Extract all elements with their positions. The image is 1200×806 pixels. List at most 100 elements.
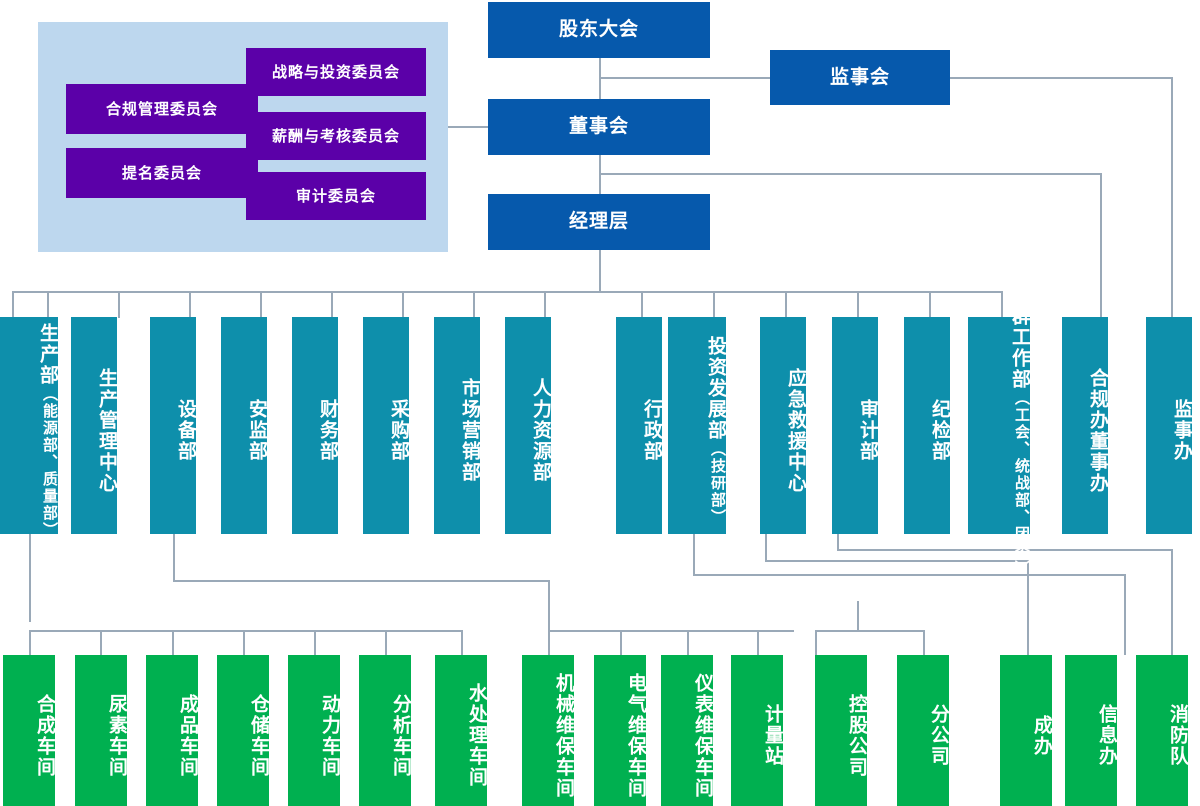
workshop-analysis-label: 分析车间 xyxy=(390,693,412,778)
dept-compliance-board-office[interactable]: 合规办董事办 xyxy=(1062,317,1109,534)
workshop-electrical-maintenance[interactable]: 电气维保车间 xyxy=(594,655,647,806)
dept-investment-development[interactable]: 投资发展部 （技研部） xyxy=(668,317,727,534)
connector-equipment-drop xyxy=(548,580,550,630)
dept-party-mass-work-sub: （工会、统战部、团委） xyxy=(1013,389,1031,577)
drop-dept-7 xyxy=(473,291,475,318)
dept-discipline-inspection[interactable]: 纪检部 xyxy=(904,317,951,534)
dept-production-sub: （能源部、质量部） xyxy=(41,385,59,539)
dept-supervisor-office-label: 监事办 xyxy=(1171,399,1193,462)
workshop-fire-brigade-label: 消防队 xyxy=(1167,704,1189,767)
connector-board-supervisors xyxy=(599,77,771,79)
workshop-cheng-office[interactable]: 成办 xyxy=(1000,655,1053,806)
drop-ws-8 xyxy=(620,630,622,655)
dept-audit-label: 审计部 xyxy=(857,399,879,462)
dept-administration[interactable]: 行政部 xyxy=(616,317,663,534)
dept-party-mass-work[interactable]: 党群工作部 （工会、统战部、团委） xyxy=(968,285,1031,577)
drop-dept-0 xyxy=(12,291,14,318)
connector-supervisors-right xyxy=(950,77,1173,79)
drop-ws-10 xyxy=(757,630,759,655)
drop-ws-2 xyxy=(172,630,174,655)
department-bus xyxy=(12,291,1003,293)
workshop-warehousing[interactable]: 仓储车间 xyxy=(217,655,270,806)
connector-emergency-down xyxy=(837,534,839,551)
workshop-holding-company[interactable]: 控股公司 xyxy=(815,655,868,806)
workshop-mechanical-maintenance-label: 机械维保车间 xyxy=(553,672,575,799)
connector-production-down xyxy=(29,534,31,622)
connector-subsidiary-stem xyxy=(857,601,859,630)
workshop-finished-product[interactable]: 成品车间 xyxy=(146,655,199,806)
node-board-of-supervisors[interactable]: 监事会 xyxy=(770,50,950,105)
dept-production-management-center-label: 生产管理中心 xyxy=(96,367,118,494)
dept-safety-supervision[interactable]: 安监部 xyxy=(221,317,268,534)
drop-dept-5 xyxy=(331,291,333,318)
drop-dept-12 xyxy=(857,291,859,318)
dept-administration-label: 行政部 xyxy=(641,399,663,462)
dept-marketing[interactable]: 市场营销部 xyxy=(434,317,481,534)
workshop-bus-production xyxy=(29,630,463,632)
node-board-of-directors[interactable]: 董事会 xyxy=(488,99,710,155)
committee-audit[interactable]: 审计委员会 xyxy=(246,172,426,220)
dept-finance[interactable]: 财务部 xyxy=(292,317,339,534)
dept-investment-development-label: 投资发展部 xyxy=(705,335,727,441)
connector-committees-board xyxy=(426,126,488,128)
workshop-information-office[interactable]: 信息办 xyxy=(1065,655,1118,806)
drop-ws-4 xyxy=(314,630,316,655)
drop-dept-8 xyxy=(544,291,546,318)
drop-dept-6 xyxy=(402,291,404,318)
drop-ws-5 xyxy=(385,630,387,655)
drop-dept-supervisor-office xyxy=(1171,291,1173,318)
dept-investment-development-sub: （技研部） xyxy=(709,440,727,526)
connector-board-management xyxy=(599,155,601,197)
drop-ws-11 xyxy=(815,630,817,655)
drop-ws-3 xyxy=(243,630,245,655)
workshop-analysis[interactable]: 分析车间 xyxy=(359,655,412,806)
dept-production[interactable]: 生产部 （能源部、质量部） xyxy=(0,317,59,539)
workshop-branch-company[interactable]: 分公司 xyxy=(897,655,950,806)
dept-supervisor-office[interactable]: 监事办 xyxy=(1146,317,1193,534)
drop-ws-1 xyxy=(100,630,102,655)
connector-board-compliance-down xyxy=(1100,173,1102,317)
workshop-holding-company-label: 控股公司 xyxy=(846,693,868,778)
workshop-mechanical-maintenance[interactable]: 机械维保车间 xyxy=(522,655,575,806)
dept-procurement-label: 采购部 xyxy=(388,399,410,462)
workshop-instrument-maintenance[interactable]: 仪表维保车间 xyxy=(661,655,714,806)
workshop-fire-brigade[interactable]: 消防队 xyxy=(1136,655,1189,806)
dept-marketing-label: 市场营销部 xyxy=(459,378,481,483)
workshop-finished-product-label: 成品车间 xyxy=(177,693,199,778)
dept-production-management-center[interactable]: 生产管理中心 xyxy=(71,317,118,534)
dept-equipment-label: 设备部 xyxy=(175,399,197,462)
workshop-water-treatment-label: 水处理车间 xyxy=(466,683,488,788)
dept-equipment[interactable]: 设备部 xyxy=(150,317,197,534)
committee-strategy-investment[interactable]: 战略与投资委员会 xyxy=(246,48,426,96)
connector-invest-down xyxy=(765,534,767,562)
node-shareholders-meeting[interactable]: 股东大会 xyxy=(488,2,710,58)
drop-dept-10 xyxy=(713,291,715,318)
drop-dept-11 xyxy=(785,291,787,318)
drop-dept-1 xyxy=(47,291,49,318)
committee-panel: 合规管理委员会 提名委员会 战略与投资委员会 薪酬与考核委员会 审计委员会 xyxy=(38,22,448,252)
drop-ws-15 xyxy=(1171,549,1173,655)
committee-compliance-management[interactable]: 合规管理委员会 xyxy=(66,84,258,134)
workshop-power[interactable]: 动力车间 xyxy=(288,655,341,806)
workshop-urea-label: 尿素车间 xyxy=(106,693,128,778)
drop-dept-3 xyxy=(189,291,191,318)
dept-emergency-rescue-center[interactable]: 应急救援中心 xyxy=(760,317,807,534)
workshop-instrument-maintenance-label: 仪表维保车间 xyxy=(692,672,714,799)
workshop-metering-station-label: 计量站 xyxy=(762,704,784,767)
committee-nomination[interactable]: 提名委员会 xyxy=(66,148,258,198)
drop-dept-13 xyxy=(929,291,931,318)
workshop-synthesis[interactable]: 合成车间 xyxy=(3,655,56,806)
workshop-urea[interactable]: 尿素车间 xyxy=(75,655,128,806)
workshop-water-treatment[interactable]: 水处理车间 xyxy=(435,655,488,806)
dept-finance-label: 财务部 xyxy=(317,399,339,462)
committee-compensation-appraisal[interactable]: 薪酬与考核委员会 xyxy=(246,112,426,160)
node-management-level[interactable]: 经理层 xyxy=(488,194,710,250)
dept-human-resources[interactable]: 人力资源部 xyxy=(505,317,552,534)
connector-admin-down xyxy=(693,534,695,576)
connector-admin-right xyxy=(693,574,1126,576)
dept-audit[interactable]: 审计部 xyxy=(832,317,879,534)
dept-procurement[interactable]: 采购部 xyxy=(363,317,410,534)
workshop-metering-station[interactable]: 计量站 xyxy=(731,655,784,806)
drop-ws-0 xyxy=(29,630,31,655)
